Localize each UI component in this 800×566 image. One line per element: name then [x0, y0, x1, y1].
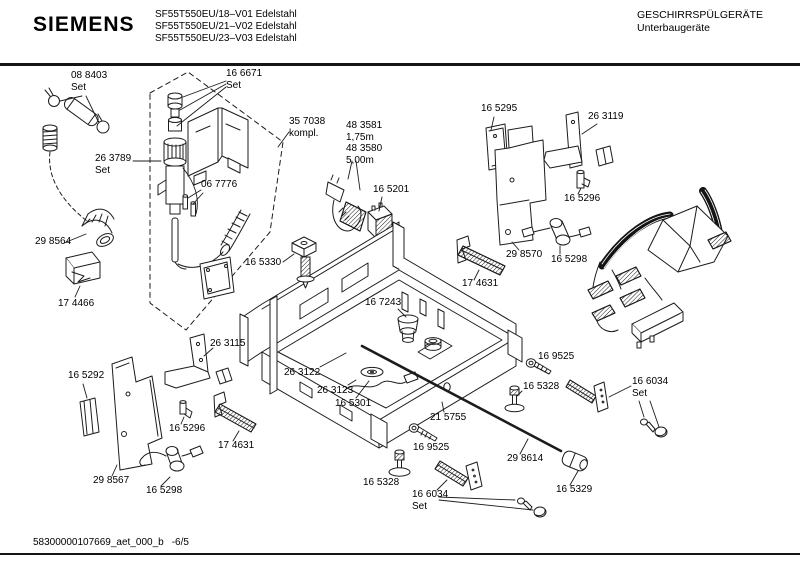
bracket-263119-drawing	[543, 111, 614, 169]
screw-169525-right-drawing	[525, 358, 552, 375]
part-label-263789: 26 3789 Set	[95, 153, 132, 176]
aquastop-valve-drawing	[157, 92, 198, 270]
part-label-298567: 29 8567	[93, 475, 130, 486]
footer: 58300000107669_aet_000_b -6/5	[33, 537, 189, 548]
plate-165292-drawing	[79, 397, 100, 437]
part-label-298564: 29 8564	[35, 236, 72, 247]
model-line-1: SF55T550EU/18–V01 Edelstahl	[155, 9, 297, 20]
funnel-167243-drawing	[397, 314, 442, 351]
footer-divider	[0, 553, 800, 555]
part-label-263123: 26 3123	[317, 385, 354, 396]
part-label-166034: 16 6034 Set	[632, 376, 669, 399]
part-label-298614: 29 8614	[507, 453, 544, 464]
part-label-165296: 16 5296	[564, 193, 601, 204]
leader-lines	[59, 80, 660, 511]
screw-165328-right-drawing	[504, 385, 525, 413]
part-label-165328-2: 16 5328	[363, 477, 400, 488]
part-label-298570: 29 8570	[506, 249, 543, 260]
aquastop-group-boundary	[149, 71, 284, 331]
part-label-169525-2: 16 9525	[413, 442, 450, 453]
brand-logo: SIEMENS	[33, 13, 135, 36]
part-label-165329: 16 5329	[556, 484, 593, 495]
part-label-174466: 17 4466	[58, 298, 95, 309]
part-label-088403: 08 8403 Set	[71, 70, 108, 93]
part-label-165296-2: 16 5296	[169, 423, 206, 434]
rod-298614-drawing	[360, 344, 563, 453]
pins-067776-drawing	[182, 194, 196, 217]
part-label-165330: 16 5330	[245, 257, 282, 268]
block-165330-drawing	[291, 236, 317, 289]
part-label-165201: 16 5201	[373, 184, 410, 195]
product-category: GESCHIRRSPÜLGERÄTE Unterbaugeräte	[637, 9, 763, 34]
base-frame-215755-drawing	[239, 221, 523, 449]
model-line-2: SF55T550EU/21–V02 Edelstahl	[155, 21, 297, 32]
part-label-165292: 16 5292	[68, 370, 105, 381]
part-label-165328: 16 5328	[523, 381, 560, 392]
part-label-165298: 16 5298	[551, 254, 588, 265]
clip-174466-drawing	[65, 251, 101, 285]
wiring-harness-drawing	[587, 187, 732, 349]
bracket-263115-drawing	[164, 333, 233, 389]
product-line-title: GESCHIRRSPÜLGERÄTE	[637, 9, 764, 21]
part-label-169525: 16 9525	[538, 351, 575, 362]
part-label-166034-2: 16 6034 Set	[412, 489, 449, 512]
valve-bracket-drawing	[187, 107, 249, 186]
part-label-165301: 16 5301	[335, 398, 372, 409]
cable-part-165298-lower-drawing	[139, 445, 204, 472]
part-165296-upper-drawing	[576, 169, 591, 189]
bracket-298570-drawing	[494, 125, 547, 246]
rail-174631-upper-drawing	[456, 235, 506, 276]
document-id: 58300000107669_aet_000_b	[33, 537, 164, 548]
rail-166034-right-drawing	[565, 379, 668, 438]
part-label-174631-2: 17 4631	[218, 440, 255, 451]
valve-mounting-plate-drawing	[199, 256, 235, 300]
part-label-357038: 35 7038 kompl.	[289, 116, 326, 139]
rail-174631-lower-drawing	[213, 391, 257, 433]
part-165296-lower-drawing	[179, 400, 193, 419]
elbow-hose-298564-drawing	[81, 208, 115, 247]
model-list: SF55T550EU/18–V01 Edelstahl SF55T550EU/2…	[155, 9, 297, 45]
part-label-165298-2: 16 5298	[146, 485, 183, 496]
part-label-174631: 17 4631	[462, 278, 499, 289]
header-divider	[0, 63, 800, 66]
model-line-3: SF55T550EU/23–V03 Edelstahl	[155, 33, 297, 44]
part-label-167243: 16 7243	[365, 297, 402, 308]
part-label-263115: 26 3115	[210, 338, 246, 349]
sleeve-165329-drawing	[561, 450, 588, 472]
hose-clamp-set-088403-drawing	[44, 87, 110, 134]
bracket-298567-drawing	[111, 356, 163, 471]
part-label-165295: 16 5295	[481, 103, 518, 114]
page-reference: -6/5	[171, 537, 189, 548]
screw-169525-bottom-drawing	[408, 423, 438, 442]
power-cord-drawing	[325, 174, 367, 232]
spring-drawing	[42, 124, 88, 222]
part-label-166671: 16 6671 Set	[226, 68, 263, 91]
part-label-067776: 06 7776	[201, 179, 238, 190]
rail-166034-bottom-drawing	[434, 460, 547, 518]
part-label-483581-483580: 48 3581 1,75m 48 3580 5,00m	[346, 120, 383, 166]
part-label-215755: 21 5755	[430, 412, 467, 423]
screw-165328-bottom-drawing	[388, 449, 411, 477]
part-label-263122: 26 3122	[284, 367, 321, 378]
grommet-165301-drawing	[360, 366, 384, 378]
product-line-subtitle: Unterbaugeräte	[637, 21, 710, 34]
part-label-263119: 26 3119	[588, 111, 624, 122]
cable-part-165298-upper-drawing	[521, 218, 592, 246]
